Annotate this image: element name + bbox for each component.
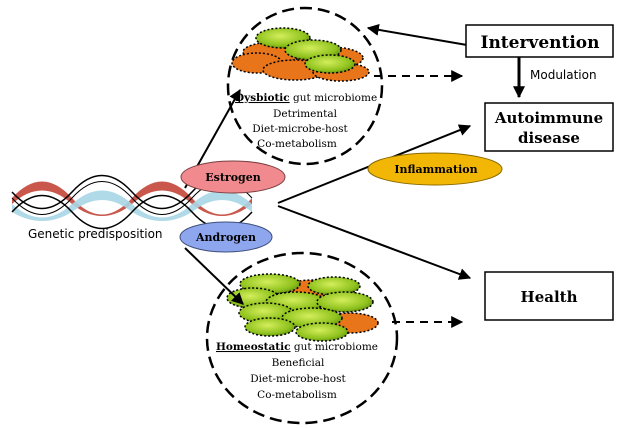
homeostatic-microbe-cluster [226, 273, 379, 342]
intervention-box [465, 24, 614, 58]
arrow-helix-to-health [277, 205, 472, 280]
intervention-label: Intervention [481, 33, 600, 53]
inflammation-label: Inflammation [394, 163, 477, 176]
dysbiotic-microbe-cluster [231, 27, 370, 82]
modulation-label: Modulation [530, 68, 597, 82]
genetic-predisposition-label: Genetic predisposition [28, 227, 163, 241]
dysbiotic-line3: Diet-microbe-host [252, 123, 348, 135]
homeostatic-line1: Homeostatic gut microbiome [216, 341, 378, 353]
estrogen-label: Estrogen [205, 171, 260, 184]
dysbiotic-line4: Co-metabolism [257, 138, 337, 150]
health-label: Health [521, 288, 578, 306]
autoimmune-label-line2: disease [518, 129, 580, 147]
dysbiotic-circle [226, 6, 384, 166]
autoimmune-box [484, 102, 614, 152]
dysbiotic-line1: Dysbiotic gut microbiome [235, 92, 377, 104]
androgen-ellipse [179, 221, 273, 253]
homeostatic-circle [205, 251, 399, 425]
androgen-label: Androgen [195, 231, 256, 244]
homeostatic-line4: Co-metabolism [257, 389, 337, 401]
health-box [484, 271, 614, 321]
estrogen-ellipse [180, 160, 286, 194]
arrow-intervention-to-dysbiotic [366, 23, 468, 46]
autoimmune-label-line1: Autoimmune [494, 109, 603, 127]
homeostatic-line2: Beneficial [272, 357, 325, 369]
homeostatic-line3: Diet-microbe-host [250, 373, 346, 385]
inflammation-ellipse [367, 152, 503, 186]
dysbiotic-line2: Detrimental [273, 108, 338, 120]
arrow-helix-to-homeostatic [184, 247, 244, 305]
